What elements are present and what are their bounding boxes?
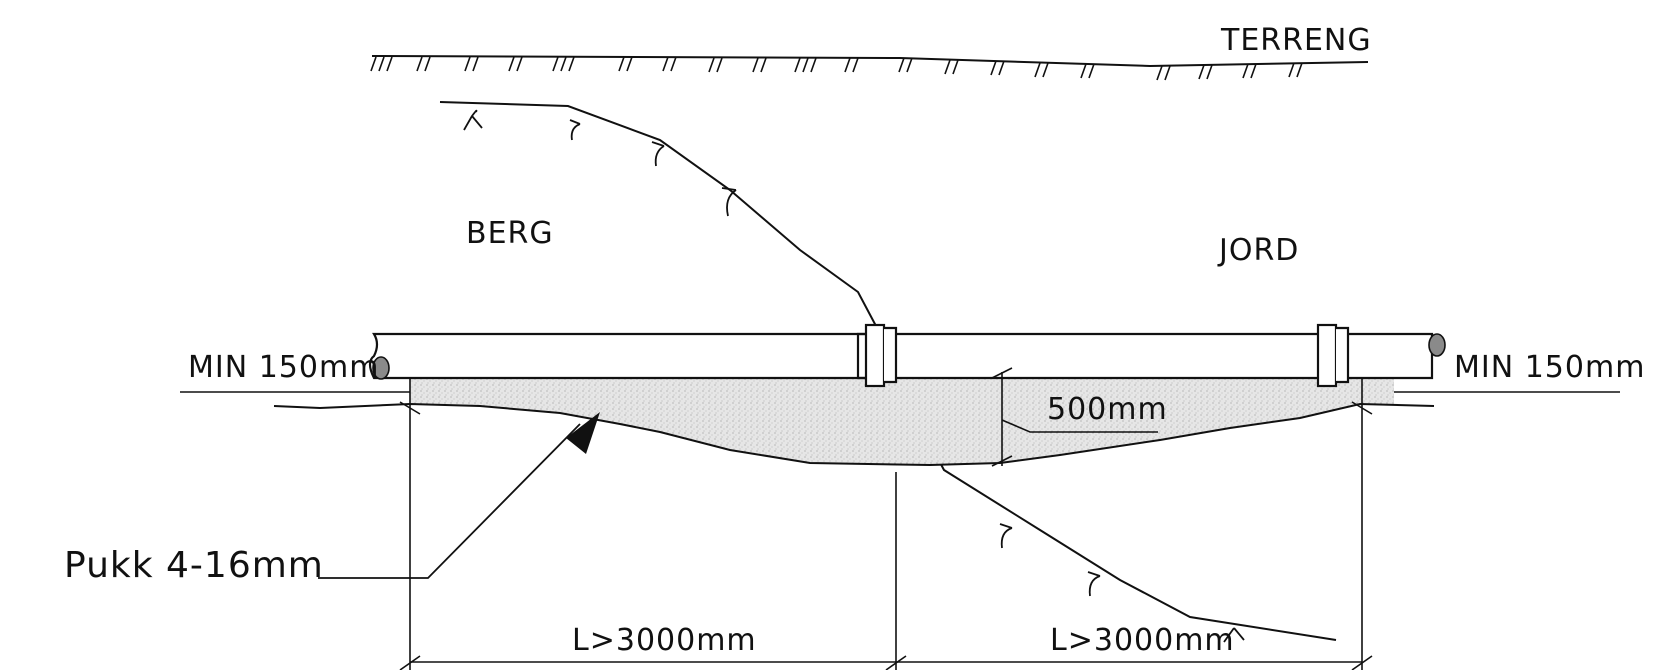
gravel-bed-bottom [273, 402, 1435, 467]
length-right-label: L>3000mm [1050, 623, 1235, 658]
pipe-end-left [372, 356, 390, 380]
pipe-coupling-left [856, 323, 898, 388]
min-cover-left-label: MIN 150mm [188, 350, 380, 385]
bed-depth-label: 500mm [1047, 392, 1168, 427]
length-dimensions [399, 420, 1373, 670]
depth-dimension [991, 367, 1158, 467]
terrain-label: TERRENG [1221, 23, 1372, 58]
min-cover-right-label: MIN 150mm [1454, 350, 1646, 385]
pipe-body [368, 332, 1434, 380]
terrain-line [371, 55, 1369, 68]
rock-boundary-upper [439, 101, 877, 327]
min-cover-ticks [399, 378, 1373, 420]
soil-label: JORD [1219, 233, 1300, 268]
length-left-label: L>3000mm [572, 623, 757, 658]
pipe [368, 323, 1446, 388]
rock-label: BERG [466, 216, 554, 251]
gravel-leader [318, 412, 600, 579]
pipe-end-right [1428, 333, 1446, 357]
terrain-hatching [370, 56, 1303, 81]
rock-symbols-upper [463, 109, 737, 217]
gravel-bedding [410, 378, 1394, 465]
gravel-note-label: Pukk 4-16mm [64, 545, 324, 586]
pipe-coupling-right [1316, 323, 1350, 388]
